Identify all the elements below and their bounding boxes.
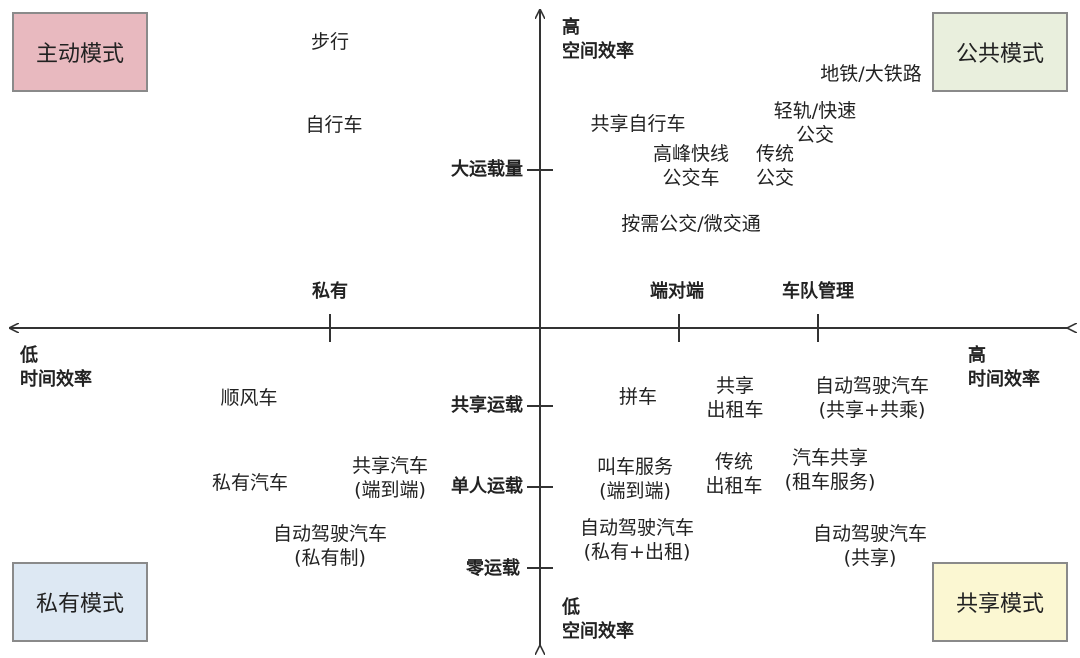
mode-light-rail: 轻轨/快速公交: [773, 100, 857, 146]
y-tick-label-large-capacity: 大运载量: [451, 159, 523, 180]
x-tick-label-private: 私有: [312, 281, 348, 302]
mode-autonomous-private-rental: 自动驾驶汽车(私有+出租): [579, 517, 695, 563]
mode-subway: 地铁/大铁路: [820, 63, 922, 85]
mode-ride-hailing: 叫车服务(端到端): [596, 456, 674, 502]
active-mode-box: 主动模式: [12, 12, 148, 92]
mode-private-car: 私有汽车: [211, 472, 289, 494]
private-mode-box: 私有模式: [12, 562, 148, 642]
x-axis-left-label: 低时间效率: [20, 345, 92, 390]
shared-mode-box: 共享模式: [932, 562, 1068, 642]
mode-shared-car-end-to-end: 共享汽车(端到端): [351, 455, 429, 501]
y-tick-label-single-carrying: 单人运载: [451, 476, 523, 497]
mode-autonomous-shared: 自动驾驶汽车(共享): [812, 523, 928, 569]
x-axis-right-label: 高时间效率: [968, 345, 1040, 390]
y-axis-bottom-label: 低空间效率: [562, 597, 634, 642]
mode-peak-express-bus: 高峰快线公交车: [652, 143, 730, 189]
mode-car-sharing: 汽车共享(租车服务): [784, 447, 876, 493]
y-tick-label-shared-carrying: 共享运载: [451, 395, 523, 416]
mode-shared-bicycle: 共享自行车: [590, 113, 686, 135]
y-axis-top-label: 高空间效率: [562, 17, 634, 62]
mode-on-demand-bus: 按需公交/微交通: [621, 213, 761, 235]
public-mode-box: 公共模式: [932, 12, 1068, 92]
mode-bicycle: 自行车: [305, 114, 363, 136]
y-tick-label-zero-carrying: 零运载: [466, 558, 520, 579]
x-tick-label-fleet-management: 车队管理: [782, 281, 854, 302]
mode-carpool: 拼车: [618, 386, 658, 408]
mode-hitch-ride: 顺风车: [220, 387, 278, 409]
mode-traditional-bus: 传统公交: [755, 143, 795, 189]
mode-autonomous-shared-pooled: 自动驾驶汽车(共享+共乘): [814, 375, 930, 421]
mode-walking: 步行: [310, 31, 350, 53]
x-tick-label-end-to-end: 端对端: [650, 281, 704, 302]
mode-autonomous-private: 自动驾驶汽车(私有制): [272, 523, 388, 569]
mode-shared-taxi: 共享出租车: [706, 375, 764, 421]
mode-traditional-taxi: 传统出租车: [705, 451, 763, 497]
